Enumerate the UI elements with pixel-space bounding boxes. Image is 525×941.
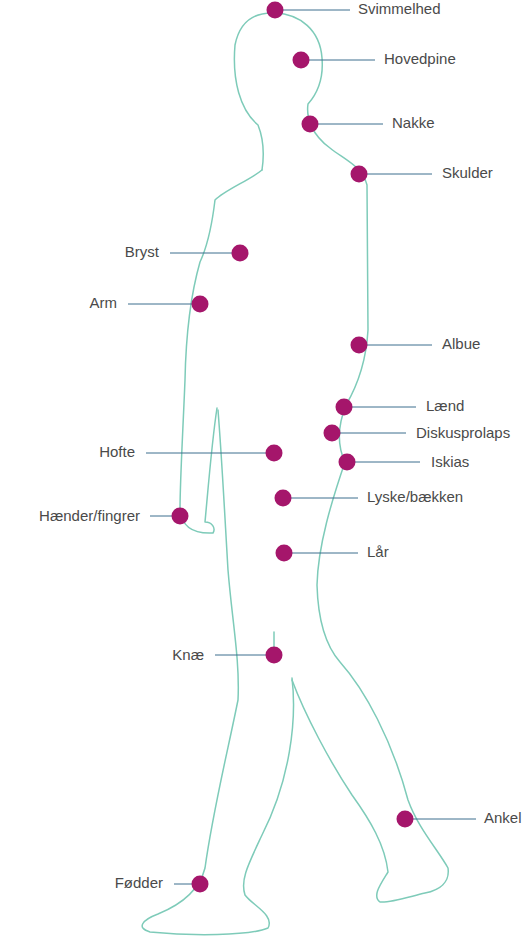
- pain-dot: [267, 2, 284, 19]
- body-part-label: Hænder/fingrer: [39, 507, 140, 525]
- body-part-label: Lænd: [426, 397, 464, 415]
- pain-dot: [275, 490, 292, 507]
- arm-outline: [180, 170, 262, 533]
- body-part-label: Albue: [442, 335, 480, 353]
- body-part-label: Svimmelhed: [358, 0, 441, 18]
- pain-dot: [232, 245, 249, 262]
- pain-dot: [336, 399, 353, 416]
- pain-dot: [351, 166, 368, 183]
- body-part-label: Fødder: [115, 874, 163, 892]
- pain-dot: [276, 545, 293, 562]
- body-part-label: Skulder: [442, 164, 493, 182]
- leader-line: [283, 498, 358, 499]
- pain-dot: [397, 811, 414, 828]
- leg-outline: [142, 410, 293, 935]
- body-part-label: Iskias: [431, 453, 469, 471]
- leader-line: [347, 462, 420, 463]
- body-part-label: Nakke: [392, 114, 435, 132]
- leader-line: [146, 453, 274, 454]
- body-part-label: Ankel: [484, 809, 522, 827]
- body-part-label: Hovedpine: [384, 50, 456, 68]
- body-outline: [234, 13, 448, 902]
- leader-line: [284, 553, 358, 554]
- pain-dot: [192, 296, 209, 313]
- pain-dot: [302, 116, 319, 133]
- body-part-label: Arm: [90, 294, 118, 312]
- leader-line: [128, 304, 200, 305]
- body-part-label: Lyske/bækken: [367, 488, 463, 506]
- leader-line: [310, 124, 383, 125]
- leader-line: [301, 60, 375, 61]
- body-part-label: Bryst: [125, 243, 159, 261]
- pain-dot: [266, 647, 283, 664]
- leader-line: [359, 174, 432, 175]
- body-part-label: Diskusprolaps: [416, 424, 510, 442]
- pain-dot: [192, 876, 209, 893]
- pain-dot: [351, 337, 368, 354]
- leader-line: [332, 433, 406, 434]
- leader-line: [405, 819, 476, 820]
- pain-dot: [172, 508, 189, 525]
- body-part-label: Lår: [367, 543, 389, 561]
- pain-dot: [266, 445, 283, 462]
- leader-line: [344, 407, 416, 408]
- pain-dot: [324, 425, 341, 442]
- body-part-label: Knæ: [172, 646, 204, 664]
- leader-line: [215, 655, 274, 656]
- leader-line: [359, 345, 432, 346]
- pain-dot: [293, 52, 310, 69]
- pain-dot: [339, 454, 356, 471]
- leader-line: [170, 253, 240, 254]
- leader-line: [275, 10, 350, 11]
- body-part-label: Hofte: [99, 443, 135, 461]
